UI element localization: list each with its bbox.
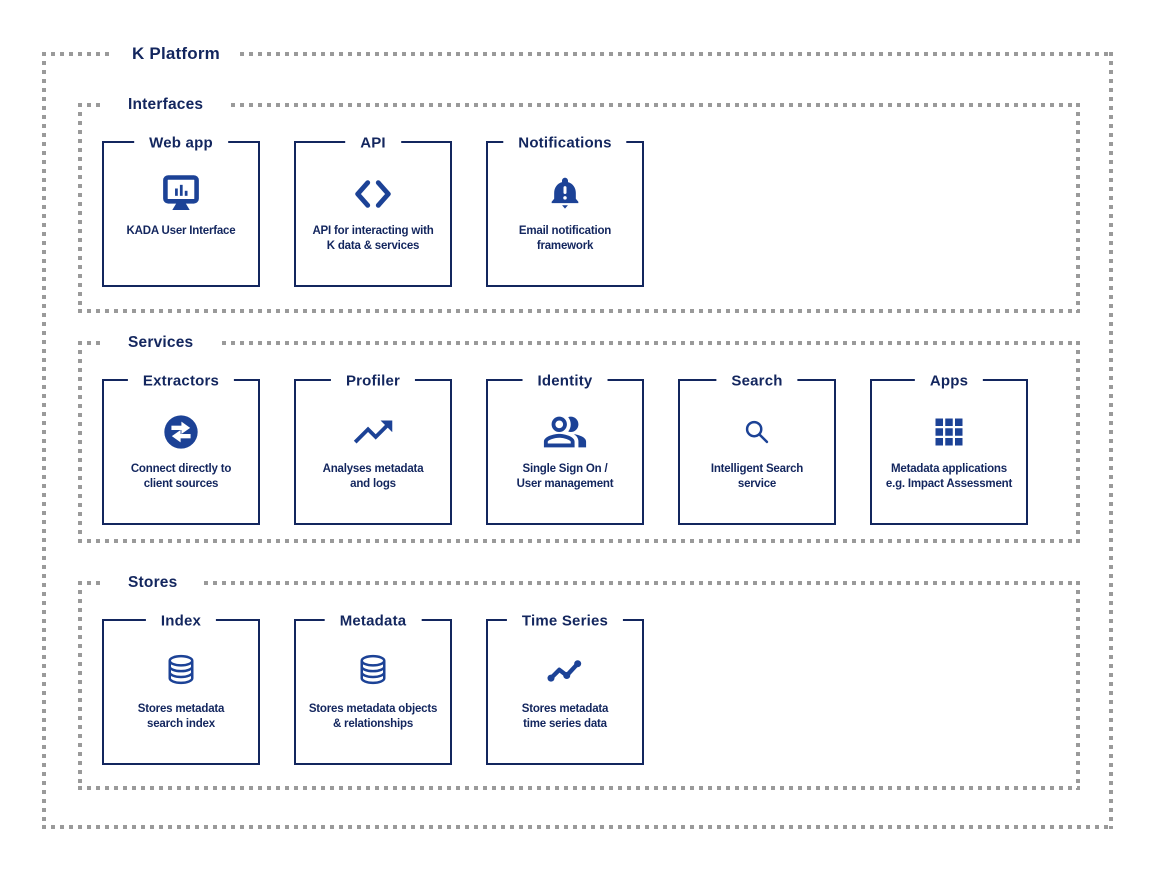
card-extractors: Extractors Connect directly to client so…: [102, 372, 260, 525]
card-metadata: Metadata Stores metadata objects & relat…: [294, 612, 452, 765]
card-row: Web app KADA User Interface API API for …: [102, 134, 644, 287]
card-row: Index Stores metadata search index Metad…: [102, 612, 644, 765]
database-icon: [161, 649, 201, 695]
card-description: Stores metadata search index: [137, 703, 225, 731]
card-profiler: Profiler Analyses metadata and logs: [294, 372, 452, 525]
card-title: Metadata: [324, 612, 422, 630]
card-description: Connect directly to client sources: [130, 463, 232, 491]
section-label: Interfaces: [102, 96, 230, 114]
code-brackets-icon: [352, 171, 394, 217]
card-description: Intelligent Search service: [710, 463, 804, 491]
section-services: Services Extractors Connect directly to …: [78, 334, 1080, 543]
section-interfaces: Interfaces Web app KADA User Interface A…: [78, 96, 1080, 313]
card-description: Metadata applications e.g. Impact Assess…: [885, 463, 1013, 491]
dashed-border-right: [1076, 581, 1080, 790]
card-index: Index Stores metadata search index: [102, 612, 260, 765]
dashed-border-right: [1109, 52, 1113, 829]
dashed-border-right: [1076, 341, 1080, 543]
section-stores: Stores Index Stores metadata search inde…: [78, 574, 1080, 790]
section-label: Services: [102, 334, 220, 352]
dashed-border-top: [42, 52, 1113, 56]
card-title: Extractors: [127, 372, 235, 390]
line-chart-icon: [544, 649, 586, 695]
k-platform-container: K Platform Interfaces Web app KADA User …: [42, 44, 1113, 829]
dashed-border-left: [78, 341, 82, 543]
transfer-arrows-icon: [161, 409, 201, 455]
card-title: Notifications: [503, 134, 627, 152]
dashed-border-bottom: [78, 786, 1080, 790]
dashed-border-bottom: [78, 309, 1080, 313]
card-description: Stores metadata objects & relationships: [308, 703, 438, 731]
card-description: Single Sign On / User management: [516, 463, 614, 491]
magnifier-icon: [740, 409, 774, 455]
card-search: Search Intelligent Search service: [678, 372, 836, 525]
dashed-border-left: [42, 52, 46, 829]
dashed-border-bottom: [42, 825, 1113, 829]
card-title: Search: [716, 372, 798, 390]
dashed-border-top: [78, 581, 1080, 585]
card-description: KADA User Interface: [126, 225, 236, 237]
card-web-app: Web app KADA User Interface: [102, 134, 260, 287]
trending-up-icon: [350, 409, 396, 455]
card-title: Index: [145, 612, 217, 630]
grid-apps-icon: [931, 409, 967, 455]
people-icon: [542, 409, 588, 455]
dashed-border-right: [1076, 103, 1080, 313]
platform-title: K Platform: [112, 44, 240, 64]
card-title: Profiler: [330, 372, 416, 390]
card-title: API: [345, 134, 401, 152]
card-title: Time Series: [506, 612, 624, 630]
dashed-border-bottom: [78, 539, 1080, 543]
card-description: Analyses metadata and logs: [322, 463, 424, 491]
dashed-border-left: [78, 103, 82, 313]
card-row: Extractors Connect directly to client so…: [102, 372, 1028, 525]
database-icon: [353, 649, 393, 695]
card-description: Stores metadata time series data: [521, 703, 609, 731]
card-title: Web app: [134, 134, 228, 152]
card-time-series: Time Series Stores metadata time series …: [486, 612, 644, 765]
card-title: Apps: [914, 372, 984, 390]
card-apps: Apps Metadata applications e.g. Impact A…: [870, 372, 1028, 525]
section-label: Stores: [102, 574, 204, 592]
card-api: API API for interacting with K data & se…: [294, 134, 452, 287]
bell-alert-icon: [545, 171, 585, 217]
card-identity: Identity Single Sign On / User managemen…: [486, 372, 644, 525]
dashed-border-left: [78, 581, 82, 790]
card-description: API for interacting with K data & servic…: [312, 225, 434, 253]
dashed-border-top: [78, 341, 1080, 345]
card-description: Email notification framework: [518, 225, 612, 253]
card-title: Identity: [522, 372, 608, 390]
card-notifications: Notifications Email notification framewo…: [486, 134, 644, 287]
dashed-border-top: [78, 103, 1080, 107]
monitor-chart-icon: [159, 171, 203, 217]
